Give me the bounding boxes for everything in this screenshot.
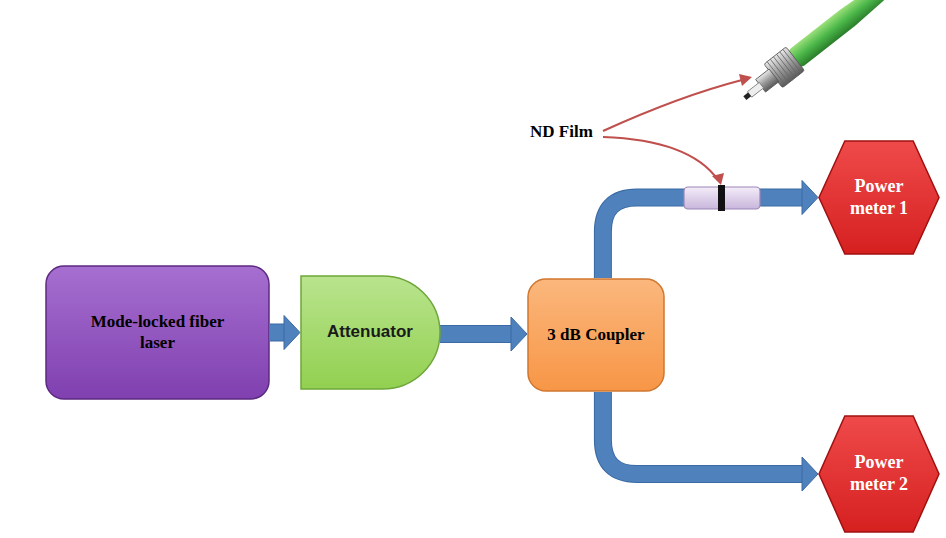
beam-arrow xyxy=(603,181,818,279)
attenuator-shape: Attenuator xyxy=(300,275,440,390)
power-meter-hexagon: Power meter 1 xyxy=(818,140,940,255)
beam-arrow xyxy=(270,316,300,350)
node-label: 3 dB Coupler xyxy=(546,325,646,345)
node-label: Attenuator xyxy=(315,322,425,342)
node-label: Mode-locked fiber laser xyxy=(88,312,228,353)
leader-line xyxy=(603,80,742,180)
node-label: Power meter 1 xyxy=(844,176,914,219)
beam-arrow xyxy=(440,317,527,351)
fc-connector xyxy=(736,0,896,110)
leader-arrowhead xyxy=(712,74,752,185)
coupler-box: 3 dB Coupler xyxy=(527,278,665,392)
nd-film-component xyxy=(684,185,760,211)
beam-arrow xyxy=(603,392,818,491)
power-meter-hexagon: Power meter 2 xyxy=(818,415,940,533)
nd-film-label: ND Film xyxy=(530,122,593,142)
node-label: Power meter 2 xyxy=(844,452,914,495)
laser-box: Mode-locked fiber laser xyxy=(45,265,270,400)
